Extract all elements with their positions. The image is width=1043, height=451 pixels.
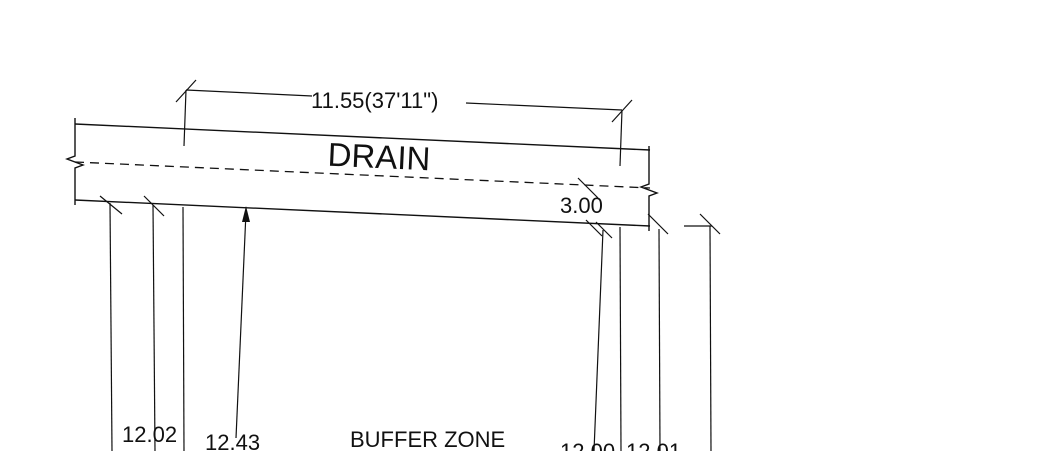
left-vertical-2: [152, 204, 156, 451]
right-dim-tick-b: [595, 221, 613, 239]
top-dim-text: 11.55(37'11"): [311, 88, 438, 113]
leader-arrowhead: [242, 206, 250, 222]
top-dim-tick-right: [611, 99, 633, 123]
drain-left-end: [65, 118, 85, 205]
dim-12-43: 12.43: [205, 430, 260, 451]
right-dim-tick-top: [577, 177, 599, 199]
drain-centerline: [74, 161, 651, 189]
top-dim-line-right: [465, 102, 623, 111]
right-slanted-line: [593, 229, 604, 451]
top-dim-ext-left: [183, 89, 187, 147]
buffer-zone-label: BUFFER ZONE: [350, 427, 505, 451]
right-vertical-2: [658, 228, 661, 451]
drain-right-end: [639, 146, 659, 231]
right-tick-far: [699, 213, 721, 235]
right-vertical-1: [619, 226, 622, 451]
left-vertical-3: [182, 206, 185, 451]
right-dim-text: 3.00: [560, 193, 603, 218]
drain-label: DRAIN: [327, 136, 431, 178]
dim-12-01: 12.01: [626, 439, 681, 451]
top-dim-tick-left: [175, 79, 197, 103]
drain-bottom-edge: [74, 199, 651, 227]
drain-top-edge: [74, 123, 651, 151]
right-vertical-3: [709, 225, 712, 451]
left-tick-1: [99, 195, 123, 215]
top-dim-ext-right: [619, 109, 623, 167]
top-dim-line-left: [185, 89, 313, 97]
left-vertical-1: [109, 202, 113, 451]
right-dim-tick-a: [585, 219, 603, 237]
dim-12-02: 12.02: [122, 422, 177, 447]
left-tick-2: [143, 195, 165, 217]
dim-12-00: 12.00: [560, 439, 615, 451]
leader-line-12-43: [235, 211, 247, 439]
right-dim-tick-c: [647, 213, 669, 235]
